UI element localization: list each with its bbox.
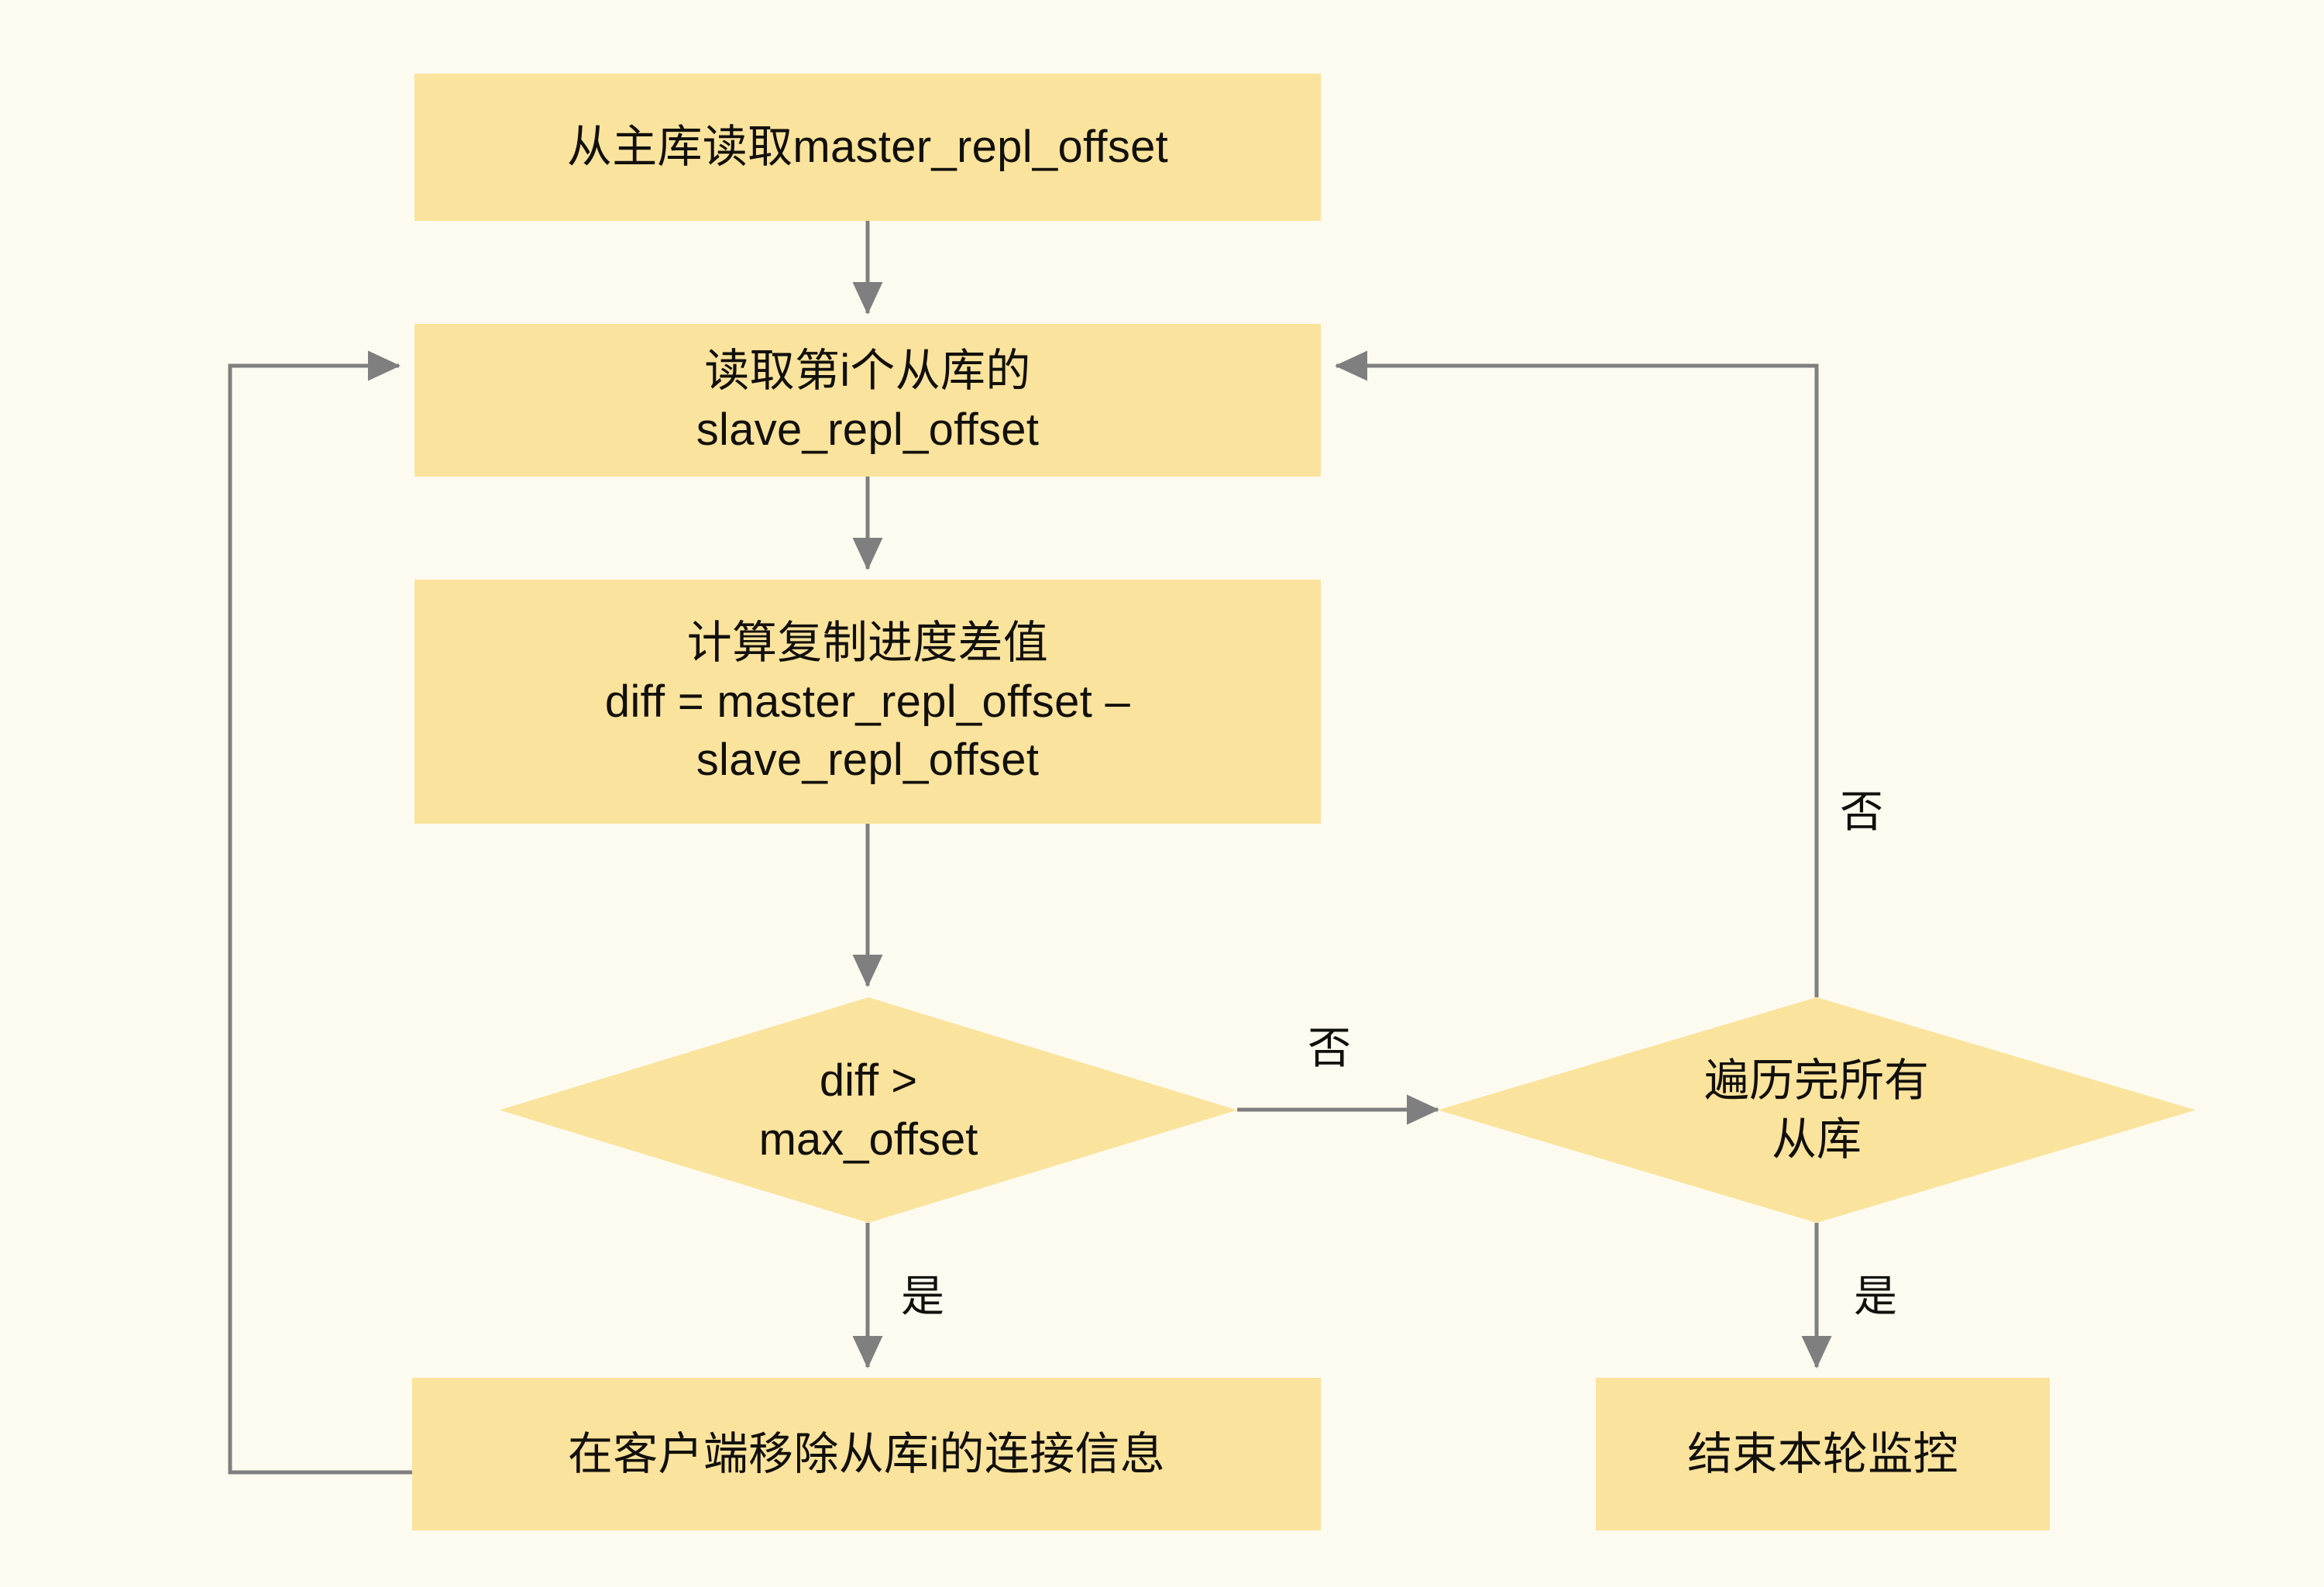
edge-traverse-no-loopback xyxy=(1335,350,1819,997)
node-all-slaves-done-label: 遍历完所有 从库 xyxy=(1703,1055,1929,1165)
edge-label-diff-yes: 是 xyxy=(901,1272,944,1320)
edge-label-traverse-yes: 是 xyxy=(1854,1272,1897,1320)
edge-label-diff-no: 否 xyxy=(1308,1024,1351,1072)
diamond-shape-diff xyxy=(500,997,1237,1223)
node-remove-slave-conn[interactable]: 在客户端移除从库i的连接信息 xyxy=(412,1378,1321,1530)
node-read-master-offset[interactable]: 从主库读取master_repl_offset xyxy=(414,74,1321,221)
node-compute-diff[interactable]: 计算复制进度差值 diff = master_repl_offset – sla… xyxy=(414,580,1321,824)
node-diff-gt-max[interactable]: diff > max_offset xyxy=(500,997,1237,1223)
diamond-shape-traverse xyxy=(1438,997,2195,1223)
edge-label-traverse-no: 否 xyxy=(1840,787,1883,836)
node-all-slaves-done[interactable]: 遍历完所有 从库 xyxy=(1438,997,2195,1223)
node-read-slave-offset[interactable]: 读取第i个从库的 slave_repl_offset xyxy=(414,324,1321,477)
node-end-round[interactable]: 结束本轮监控 xyxy=(1596,1378,2050,1530)
node-diff-gt-max-label: diff > max_offset xyxy=(758,1055,978,1165)
edge-remove-loopback-to-read-slave xyxy=(228,350,412,1475)
